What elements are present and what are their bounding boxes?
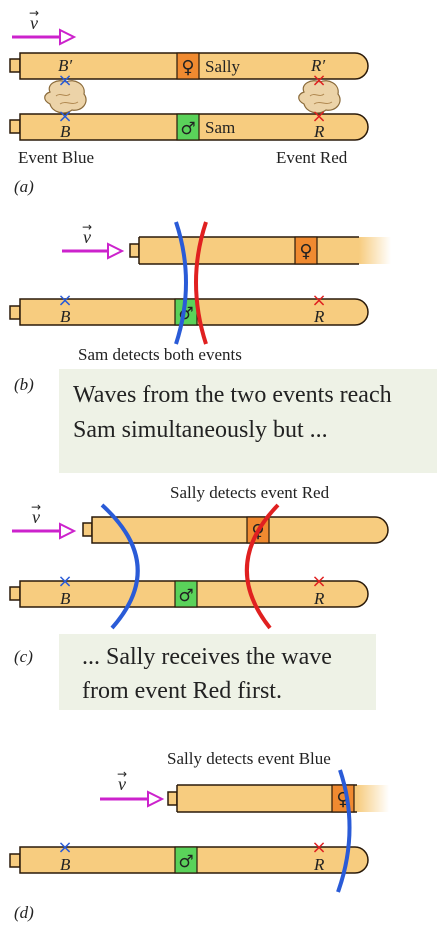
- sally-label: Sally: [205, 57, 240, 76]
- sam-detects-note: Sam detects both events: [78, 345, 242, 364]
- panel-tag-a: (a): [14, 177, 34, 196]
- event-mark-blue: ×: [57, 571, 72, 592]
- vector-arrow-glyph: →: [31, 500, 41, 514]
- male-symbol-icon: ♂: [180, 119, 195, 139]
- sam-ship: ♂ Sam B R: [9, 113, 369, 141]
- sally-ship: ♀ Sally B′ R′: [9, 52, 369, 80]
- r-label: R: [313, 589, 325, 608]
- sam-ship: ♂ B R × ×: [9, 571, 369, 608]
- caption-box-b: [59, 369, 437, 473]
- event-mark-blue: ×: [57, 837, 72, 858]
- event-mark-blue-bottom: ×: [57, 106, 72, 127]
- sam-cabin: [176, 113, 200, 141]
- event-mark-blue-top: ×: [57, 70, 72, 91]
- velocity-label: v: [32, 507, 40, 527]
- r-prime-label: R′: [310, 56, 325, 75]
- female-symbol-icon: ♀: [181, 57, 194, 78]
- sally-cabin: [176, 52, 200, 80]
- blue-wavefront: [336, 769, 352, 893]
- caption-b-line2: Sam simultaneously but ...: [73, 417, 328, 443]
- explosion-red-icon: [298, 80, 341, 114]
- r-label: R: [313, 855, 325, 874]
- r-label: R: [313, 122, 325, 141]
- caption-c-line1: ... Sally receives the wave: [82, 644, 332, 670]
- event-mark-red-bottom: ×: [311, 106, 326, 127]
- panel-tag-d: (d): [14, 903, 34, 922]
- event-blue-label: Event Blue: [18, 148, 94, 167]
- event-mark-red: ×: [311, 837, 326, 858]
- caption-b-line1: Waves from the two events reach: [73, 382, 392, 408]
- caption-c-line2: from event Red first.: [82, 678, 282, 704]
- event-red-label: Event Red: [276, 148, 348, 167]
- b-label: B: [60, 589, 71, 608]
- velocity-label: v: [83, 227, 91, 247]
- b-label: B: [60, 122, 71, 141]
- b-prime-label: B′: [58, 56, 72, 75]
- event-mark-blue: ×: [57, 290, 72, 311]
- velocity-label: v: [118, 774, 126, 794]
- sally-detects-red-note: Sally detects event Red: [170, 483, 330, 502]
- velocity-label: v: [30, 13, 38, 33]
- sally-ship: ♀: [167, 784, 389, 813]
- velocity-arrow: v →: [62, 220, 125, 260]
- panel-tag-c: (c): [14, 647, 33, 666]
- blue-wavefront: [174, 221, 188, 345]
- panel-d: Sally detects event Blue v → ♀ ♂ B: [9, 749, 389, 922]
- panel-b: v → ♀ ♂ B R × ×: [9, 220, 437, 473]
- b-label: B: [60, 855, 71, 874]
- panel-tag-b: (b): [14, 375, 34, 394]
- sam-ship: ♂ B R × ×: [9, 290, 369, 326]
- explosion-blue-icon: [44, 80, 87, 114]
- male-symbol-icon: ♂: [178, 586, 193, 606]
- vector-arrow-glyph: →: [117, 767, 127, 781]
- panel-a: v → ♀ Sally B′ R′ ♂ Sam B R: [9, 6, 369, 196]
- sam-ship: ♂ B R × ×: [9, 837, 369, 874]
- event-mark-red: ×: [311, 571, 326, 592]
- velocity-arrow: v →: [12, 6, 77, 46]
- sam-cabin: [174, 580, 198, 608]
- event-mark-red-top: ×: [311, 70, 326, 91]
- caption-box-c: [59, 634, 376, 710]
- red-wavefront: [244, 503, 280, 630]
- sally-detects-blue-note: Sally detects event Blue: [167, 749, 331, 768]
- sally-ship: ♀: [129, 236, 391, 265]
- sam-cabin: [174, 846, 198, 874]
- velocity-arrow: v →: [12, 500, 77, 540]
- panel-c: Sally detects event Red v → ♀ ♂ B R × ×: [9, 483, 389, 710]
- male-symbol-icon: ♂: [178, 852, 193, 872]
- velocity-arrow: v →: [100, 767, 165, 808]
- vector-arrow-glyph: →: [82, 220, 92, 234]
- sally-cabin: [294, 236, 318, 265]
- b-label: B: [60, 307, 71, 326]
- r-label: R: [313, 307, 325, 326]
- event-mark-red: ×: [311, 290, 326, 311]
- blue-wavefront: [100, 503, 140, 630]
- red-wavefront: [194, 221, 208, 345]
- female-symbol-icon: ♀: [299, 241, 312, 262]
- vector-arrow-glyph: →: [29, 6, 39, 20]
- sam-label: Sam: [205, 118, 235, 137]
